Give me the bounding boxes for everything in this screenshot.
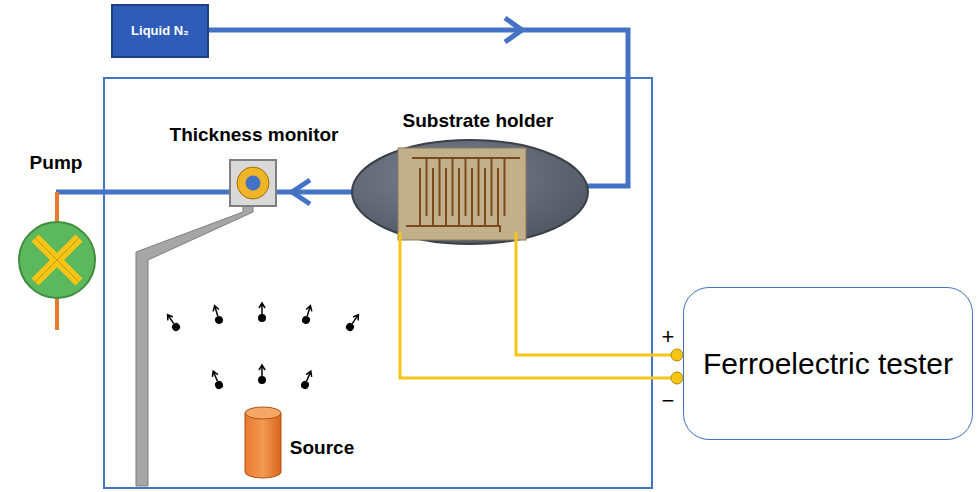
- pump-valve: [35, 238, 79, 282]
- monitor-arm: [136, 204, 253, 486]
- part-label: Source: [290, 437, 354, 459]
- substrate-holder: [352, 140, 588, 244]
- pump-label: Pump: [30, 152, 83, 174]
- node-label: Ferroelectric tester: [703, 346, 953, 382]
- quartz-crystal: [237, 167, 269, 199]
- quartz-crystal-center: [244, 174, 262, 192]
- instrument-box: Ferroelectric tester: [683, 287, 973, 440]
- polarity-sign: +: [662, 324, 675, 350]
- coolant-box: Liquid N₂: [111, 4, 209, 58]
- terminal: [671, 349, 683, 361]
- electrode-fingers: [406, 158, 520, 232]
- evaporation-source: [245, 413, 281, 478]
- source-top: [245, 407, 281, 419]
- thickness-monitor: [230, 160, 276, 206]
- node-label: Liquid N₂: [131, 23, 189, 39]
- wire: [516, 232, 672, 355]
- nitrogen-pipe: [56, 190, 352, 195]
- pump-symbol: [19, 222, 95, 298]
- part-label: Substrate holder: [403, 110, 554, 132]
- flow-arrow: [505, 18, 522, 42]
- polarity-sign: −: [662, 388, 675, 414]
- part-label: Thickness monitor: [170, 124, 339, 146]
- vapor-particles: [164, 303, 361, 390]
- terminal: [671, 372, 683, 384]
- pump-valve-edge: [35, 238, 79, 282]
- wire: [400, 232, 672, 378]
- interdigitated-electrode: [406, 158, 520, 232]
- substrate: [398, 148, 526, 240]
- vacuum-chamber: [104, 78, 652, 488]
- flow-arrow: [292, 180, 310, 204]
